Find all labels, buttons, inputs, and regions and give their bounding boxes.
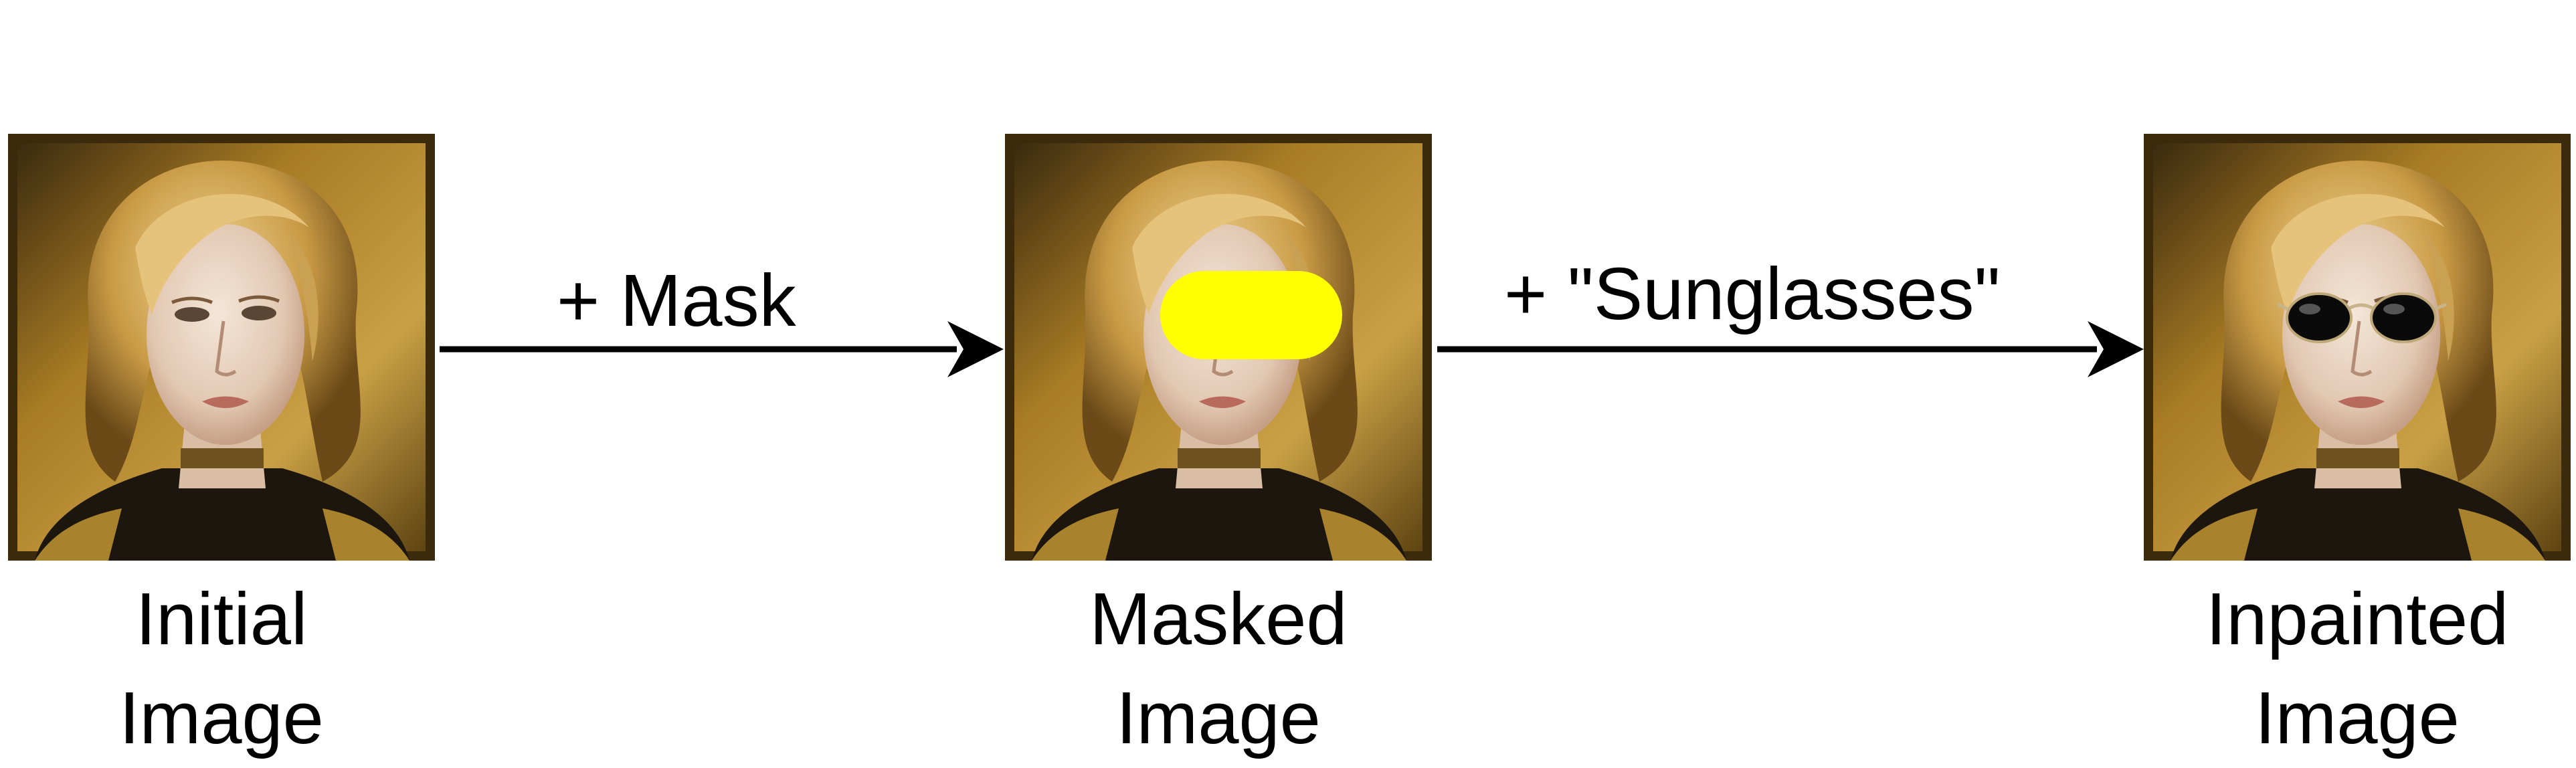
caption-line2: Image	[1116, 677, 1321, 759]
caption-line2: Image	[2255, 677, 2460, 759]
sunglasses-arrow	[1437, 321, 2144, 377]
inpainted-image-panel	[2144, 134, 2571, 561]
caption-line2: Image	[119, 677, 324, 759]
mask-arrow	[440, 321, 1004, 377]
caption-line1: Inpainted	[2205, 578, 2509, 660]
sunglasses-arrow-label: + "Sunglasses"	[1504, 253, 2001, 335]
yellow-mask-region	[1160, 271, 1342, 359]
sunglasses-overlay	[2276, 292, 2447, 343]
caption-line1: Masked	[1089, 578, 1348, 660]
inpainted-portrait-image	[2144, 134, 2571, 561]
masked-image-panel	[1005, 134, 1432, 561]
mask-arrow-label: + Mask	[557, 260, 796, 342]
masked-portrait-image	[1005, 134, 1432, 561]
caption-line1: Initial	[135, 578, 308, 660]
inpainted-image-caption: Inpainted Image	[2144, 570, 2571, 768]
initial-image-caption: Initial Image	[8, 570, 435, 768]
masked-image-caption: Masked Image	[1005, 570, 1432, 768]
